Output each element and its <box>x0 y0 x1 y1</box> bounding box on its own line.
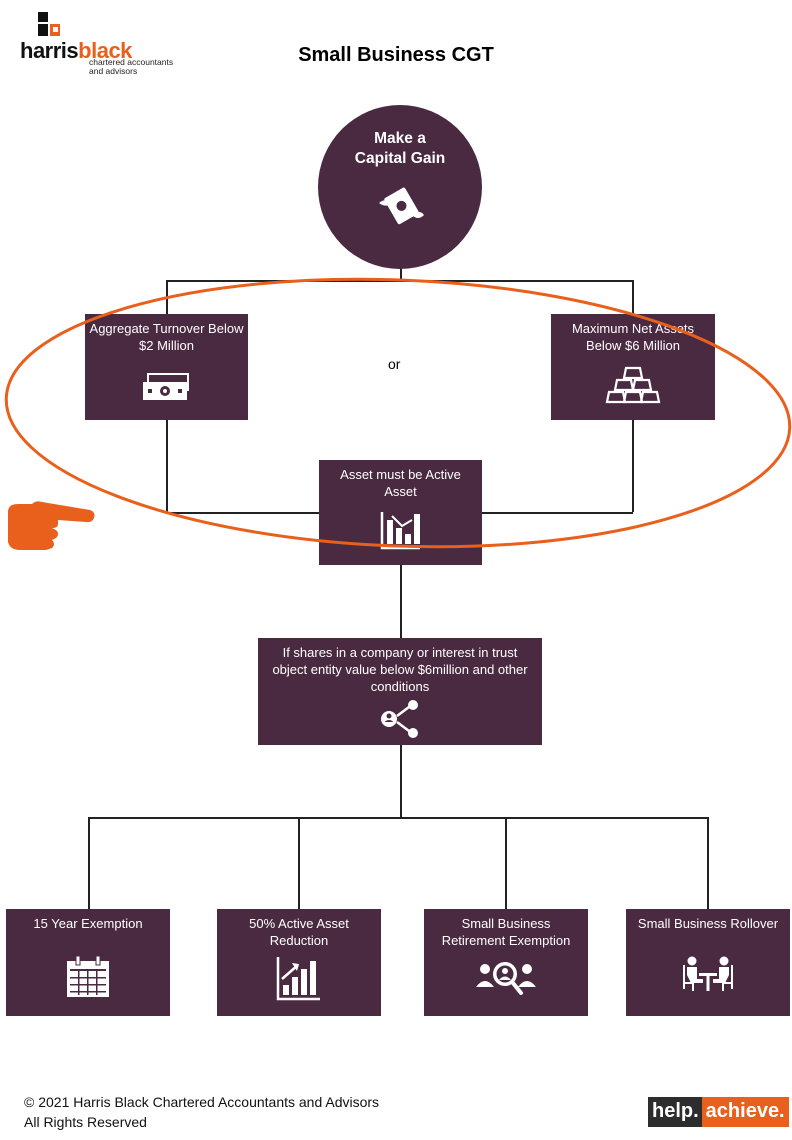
active-asset-label: Asset must be Active Asset <box>340 467 461 499</box>
logo-tagline: chartered accountants and advisors <box>89 58 199 76</box>
root-line2: Capital Gain <box>354 150 446 167</box>
criterion-aggregate-turnover: Aggregate Turnover Below $2 Million <box>85 314 248 420</box>
badge-achieve-text: achieve. <box>701 1097 789 1127</box>
concession-small-business-rollover-label: Small Business Rollover <box>637 916 779 931</box>
logo-name-part1: harris <box>20 38 79 63</box>
bar-chart-icon <box>380 512 420 550</box>
footer-line2: All Rights Reserved <box>24 1114 147 1130</box>
root-line1: Make a <box>374 130 426 147</box>
connector-root-down <box>400 268 402 281</box>
or-label: or <box>388 356 401 372</box>
connector-right-down <box>632 280 634 314</box>
concession-15-year-exemption-label: 15 Year Exemption <box>33 916 143 931</box>
connector-left-join <box>166 512 319 514</box>
logo-name-part2: black <box>78 38 132 63</box>
pointing-hand-icon <box>8 501 95 550</box>
connector-left-lower <box>166 420 168 512</box>
meeting-table-icon <box>683 956 733 991</box>
footer-copyright: © 2021 Harris Black Chartered Accountant… <box>24 1092 379 1132</box>
connector-bottom-horizontal <box>88 817 708 819</box>
logo-tagline-line2: and advisors <box>89 66 138 76</box>
shares-condition-node: If shares in a company or interest in tr… <box>258 638 542 745</box>
money-with-wings-icon <box>379 187 424 225</box>
concession-small-business-retirement-exemption: Small Business Retirement Exemption <box>424 909 588 1016</box>
footer-line1: © 2021 Harris Black Chartered Accountant… <box>24 1094 380 1110</box>
page-title: Small Business CGT <box>298 44 494 66</box>
help-achieve-badge: help. achieve. <box>648 1097 789 1127</box>
connector-c4-down <box>707 817 709 909</box>
logo-wordmark: harrisblack <box>20 38 132 64</box>
concession-small-business-retirement-exemption-label: Small Business Retirement Exemption <box>441 916 571 948</box>
logo <box>20 10 200 82</box>
people-search-icon <box>476 962 536 995</box>
criterion-aggregate-turnover-label: Aggregate Turnover Below $2 Million <box>89 321 244 353</box>
gold-bars-icon <box>605 366 661 404</box>
banknotes-icon <box>142 373 189 400</box>
connector-shares-down <box>400 745 402 817</box>
concession-50-active-asset-reduction: 50% Active Asset Reduction <box>217 909 381 1016</box>
concession-15-year-exemption: 15 Year Exemption <box>6 909 170 1016</box>
logo-tagline-line1: chartered accountants <box>89 57 174 67</box>
shares-condition-label: If shares in a company or interest in tr… <box>272 645 528 694</box>
connector-c1-down <box>88 817 90 909</box>
logo-mark-icon <box>38 12 60 36</box>
badge-help-text: help. <box>648 1097 702 1127</box>
connector-right-join <box>482 512 633 514</box>
network-share-icon <box>381 700 418 738</box>
concession-50-active-asset-reduction-label: 50% Active Asset Reduction <box>249 916 349 948</box>
connector-right-lower <box>632 420 634 512</box>
calendar-icon <box>67 955 109 997</box>
connector-active-down <box>400 565 402 638</box>
growth-chart-icon <box>276 957 320 1001</box>
connector-c2-down <box>298 817 300 909</box>
root-node-make-capital-gain: Make a Capital Gain <box>318 105 482 269</box>
connector-c3-down <box>505 817 507 909</box>
concession-small-business-rollover: Small Business Rollover <box>626 909 790 1016</box>
